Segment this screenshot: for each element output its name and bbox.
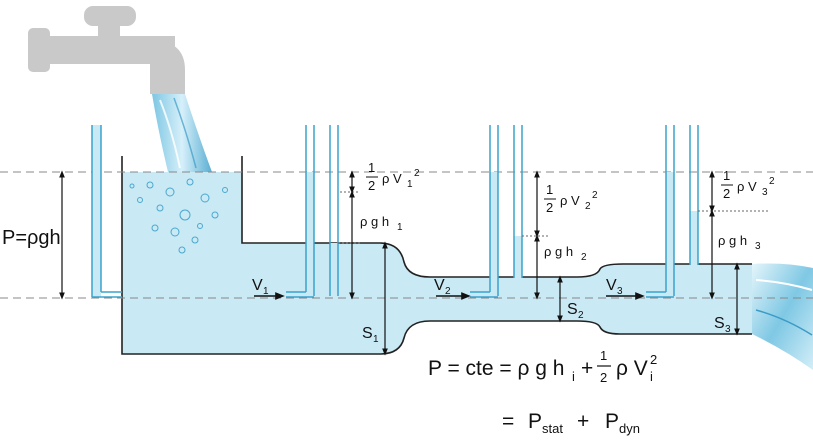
bernoulli-formula: P = cte = ρ g h i + 1 2 ρ V i 2 (428, 348, 657, 385)
svg-text:=: = (502, 410, 514, 433)
svg-text:dyn: dyn (619, 421, 640, 436)
faucet-icon (28, 6, 185, 94)
svg-text:3: 3 (725, 324, 731, 335)
svg-text:1: 1 (723, 168, 730, 183)
tank-tube (91, 125, 122, 298)
tube-station-3 (646, 125, 699, 298)
svg-text:3: 3 (755, 241, 761, 252)
water-outflow-icon (752, 263, 813, 370)
tube-station-2 (470, 125, 523, 298)
svg-text:1: 1 (546, 182, 553, 197)
tube3-static-label: ρ g h 3 (718, 233, 761, 252)
svg-text:+: + (581, 357, 593, 380)
svg-text:S: S (567, 301, 578, 318)
svg-text:2: 2 (585, 201, 591, 212)
svg-text:1: 1 (407, 179, 413, 190)
section-2-label: S 2 (567, 301, 584, 321)
svg-text:+: + (577, 410, 589, 433)
vessel-outline (121, 156, 752, 355)
svg-text:V: V (252, 277, 263, 294)
tube1-static-label: ρ g h 1 (360, 214, 403, 233)
svg-text:1: 1 (600, 348, 607, 363)
tube2-dynamic-label: 1 2 ρ V 2 2 (544, 182, 598, 215)
svg-text:1: 1 (397, 222, 403, 233)
svg-text:i: i (650, 369, 653, 384)
svg-text:2: 2 (414, 168, 420, 179)
svg-text:ρ V: ρ V (737, 179, 757, 194)
tube2-static-label: ρ g h 2 (544, 244, 587, 263)
level-marks (338, 191, 770, 244)
svg-text:V: V (606, 277, 617, 294)
svg-text:P = cte = ρ g h: P = cte = ρ g h (428, 357, 564, 380)
svg-text:ρ g h: ρ g h (544, 244, 573, 259)
svg-text:P: P (605, 410, 619, 433)
svg-text:1: 1 (373, 334, 379, 345)
water-body (122, 172, 752, 354)
svg-text:2: 2 (650, 352, 657, 367)
svg-text:2: 2 (723, 186, 730, 201)
tube3-dynamic-label: 1 2 ρ V 3 2 (721, 168, 775, 201)
pressure-decomposition: = P stat + P dyn (502, 410, 640, 436)
svg-text:stat: stat (542, 421, 563, 436)
svg-text:2: 2 (445, 286, 451, 297)
svg-text:S: S (362, 325, 373, 342)
svg-text:ρ V: ρ V (616, 357, 648, 380)
section-3-label: S 3 (714, 315, 731, 335)
svg-text:i: i (572, 369, 575, 384)
svg-text:2: 2 (600, 370, 607, 385)
svg-text:3: 3 (762, 187, 768, 198)
section-1-label: S 1 (362, 325, 379, 345)
svg-text:2: 2 (581, 252, 587, 263)
velocity-2-label: V 2 (434, 277, 451, 297)
svg-text:2: 2 (769, 176, 775, 187)
svg-text:ρ g h: ρ g h (718, 233, 747, 248)
water-stream-icon (152, 94, 212, 172)
tube1-dynamic-label: 1 2 ρ V 1 2 (366, 160, 420, 193)
tube-station-1 (286, 125, 339, 298)
hydrostatic-label: P=ρgh (2, 227, 61, 249)
svg-text:ρ g h: ρ g h (360, 214, 389, 229)
reference-lines (0, 171, 813, 299)
svg-text:1: 1 (368, 160, 375, 175)
velocity-3-label: V 3 (606, 277, 623, 297)
svg-text:2: 2 (578, 310, 584, 321)
svg-text:P: P (528, 410, 542, 433)
svg-text:S: S (714, 315, 725, 332)
svg-text:V: V (434, 277, 445, 294)
svg-text:ρ V: ρ V (560, 193, 580, 208)
svg-text:2: 2 (592, 190, 598, 201)
velocity-1-label: V 1 (252, 277, 269, 297)
dimension-arrows (59, 170, 740, 356)
svg-text:ρ V: ρ V (382, 171, 402, 186)
svg-text:1: 1 (263, 286, 269, 297)
svg-text:2: 2 (546, 200, 553, 215)
svg-text:2: 2 (368, 178, 375, 193)
svg-text:3: 3 (617, 286, 623, 297)
